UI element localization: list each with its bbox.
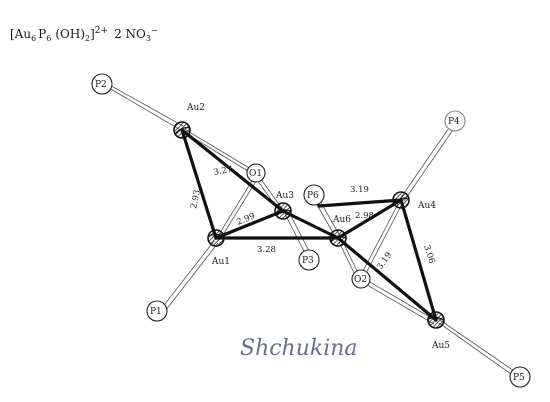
atom-p1 (146, 300, 168, 322)
dist-au6-au4: 3.19 (350, 185, 369, 195)
bond-p2-au2 (105, 82, 184, 127)
label-o2: O2 (354, 275, 367, 285)
label-p5: P5 (513, 373, 525, 383)
bond-au4-au5 (399, 198, 438, 322)
au-o-bonds (185, 129, 436, 325)
label-p4: P4 (448, 117, 460, 127)
bond-au2-o1-b (186, 133, 257, 177)
bond-au4-p4-b (403, 126, 456, 202)
bond-p2-au2-b (108, 87, 185, 133)
atom-p2 (91, 73, 113, 95)
au-au-bonds (180, 128, 438, 322)
label-p1: P1 (150, 307, 162, 317)
atom-au4 (392, 191, 410, 209)
label-au4: Au4 (417, 201, 436, 211)
bond-o1-au1 (217, 175, 256, 237)
signature: Shchukina (240, 336, 358, 361)
atom-au6 (329, 229, 347, 247)
bond-au4-p4 (399, 124, 452, 200)
atom-p3 (298, 249, 320, 271)
bond-au3-au6 (281, 209, 340, 240)
label-p6: P6 (307, 191, 319, 201)
open-atoms (91, 73, 531, 388)
bond-o2-au4-b (364, 205, 402, 276)
label-p2: P2 (95, 80, 107, 90)
atom-au3 (274, 202, 292, 220)
atom-p6 (303, 184, 325, 206)
atom-labels: Au1 Au2 Au3 Au4 Au5 Au6 O1 O2 P1 P2 P3 P… (95, 80, 525, 383)
dist-au1-au6: 3.28 (257, 245, 276, 255)
dist-au1-au2: 2.93 (189, 189, 203, 210)
bond-au5-p5-b (438, 322, 519, 380)
atom-au2 (173, 121, 191, 139)
atom-au5 (427, 311, 445, 329)
bond-o2-au5 (362, 277, 436, 321)
label-p3: P3 (302, 256, 314, 266)
label-au5: Au5 (431, 341, 450, 351)
atom-au1 (207, 229, 225, 247)
atom-o1 (246, 163, 266, 183)
bond-au3-p3-b (288, 211, 312, 256)
bond-au2-au3 (180, 128, 285, 213)
bond-p6-au4 (317, 198, 403, 208)
bond-au2-o1 (185, 129, 257, 173)
label-au2: Au2 (186, 103, 205, 113)
bond-au6-au4 (336, 198, 403, 240)
atom-o2 (351, 269, 371, 289)
atom-p4 (444, 110, 466, 132)
label-au3: Au3 (275, 191, 294, 201)
bond-au1-au2 (180, 128, 218, 240)
label-o1: O1 (249, 169, 262, 179)
atom-p5 (509, 366, 531, 388)
bond-au3-p3 (284, 213, 308, 258)
bond-au5-p5 (436, 317, 518, 374)
bond-p1-au1 (157, 240, 215, 314)
bond-au1-au3 (214, 209, 285, 240)
bond-p1-au1-b (161, 242, 219, 316)
au-atoms (173, 121, 445, 329)
dist-au2-au3: 3.27 (213, 165, 233, 178)
au-p-bonds (105, 82, 519, 380)
label-au6: Au6 (332, 215, 351, 225)
bond-au6-au5 (336, 236, 438, 322)
bond-o2-au5-b (361, 281, 435, 325)
label-au1: Au1 (211, 257, 230, 267)
dist-au4-au5: 3.06 (421, 244, 436, 265)
dist-au6-au5: 3.19 (375, 250, 394, 271)
dist-au3-au6: 2.98 (355, 211, 374, 221)
